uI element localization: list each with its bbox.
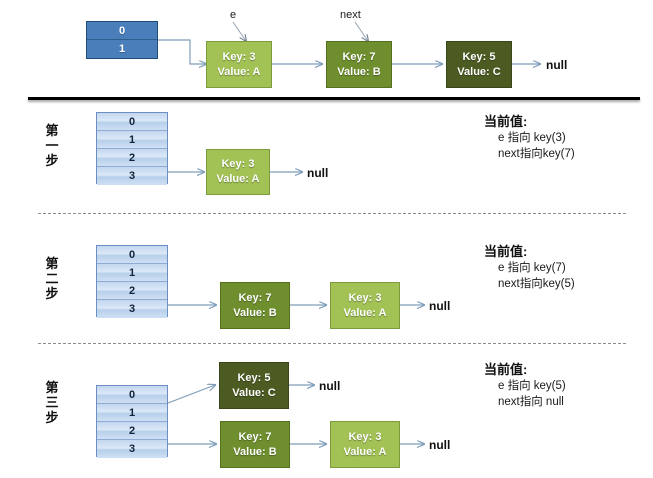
step-1-caption-char-0: 第 [45, 123, 59, 138]
step-3-node-key5-value: Value: C [232, 386, 276, 399]
step-3-hash-table: 0 1 2 3 [96, 385, 168, 458]
top-node-key5-key: Key: 5 [462, 50, 496, 63]
step-divider-dashed-2 [38, 343, 626, 344]
step-2-note-line-0: e 指向 key(7) [498, 262, 566, 274]
step-3-table-row-3: 3 [97, 440, 167, 458]
step-2-table-row-0: 0 [97, 246, 167, 264]
step-2-caption: 第 二 步 [44, 256, 60, 301]
step-3-note-line-0: e 指向 key(5) [498, 380, 566, 392]
step-divider-dashed-1 [38, 213, 626, 214]
step-2-node-key3-key: Key: 3 [348, 291, 382, 304]
step-1-hash-table: 0 1 2 3 [96, 112, 168, 185]
top-node-key3: Key: 3 Value: A [206, 41, 272, 88]
top-node-key7: Key: 7 Value: B [326, 41, 392, 88]
step-3-node-key3-key: Key: 3 [348, 430, 382, 443]
step-2-table-row-3: 3 [97, 300, 167, 318]
step-3-caption: 第 三 步 [44, 380, 60, 425]
step-1-note-title: 当前值: [484, 114, 528, 129]
step-2-caption-char-1: 二 [45, 271, 59, 286]
step-1-node-key3-value: Value: A [216, 173, 260, 185]
step-2-node-key7-key: Key: 7 [238, 291, 272, 304]
step-3-caption-char-0: 第 [45, 380, 59, 395]
e-pointer-label: e [230, 9, 237, 21]
step3-table-to-node5-connector [167, 385, 215, 404]
step-1-caption: 第 一 步 [44, 123, 60, 168]
step-1-note-line-0: e 指向 key(3) [498, 132, 566, 144]
step-2-null-label: null [429, 299, 451, 313]
top-node-key3-value: Value: A [217, 65, 261, 78]
step-1-table-row-2: 2 [97, 149, 167, 167]
step-3-table-row-0: 0 [97, 386, 167, 404]
step-1-note: 当前值: e 指向 key(3) next指向key(7) [484, 114, 575, 162]
step-3-node-key7: Key: 7 Value: B [220, 421, 290, 468]
step-3-node-key3: Key: 3 Value: A [330, 421, 400, 468]
step-3-node-key3-value: Value: A [343, 445, 387, 458]
step-2-hash-table: 0 1 2 3 [96, 245, 168, 318]
step-2-table-row-1: 1 [97, 264, 167, 282]
step-1-table-row-1: 1 [97, 131, 167, 149]
step-2-note-line-1: next指向key(5) [498, 278, 575, 290]
step-2-caption-char-2: 步 [45, 286, 59, 301]
step-3-note-line-1: next指向 null [498, 396, 564, 408]
step-1-caption-char-1: 一 [45, 138, 59, 153]
step-2-note: 当前值: e 指向 key(7) next指向key(5) [484, 244, 575, 292]
top-null-label: null [546, 58, 568, 72]
top-table-row-0: 0 [87, 22, 157, 40]
step-1-table-row-0: 0 [97, 113, 167, 131]
step-2-node-key7: Key: 7 Value: B [220, 282, 290, 329]
step-3-table-row-2: 2 [97, 422, 167, 440]
step-1-caption-char-2: 步 [45, 153, 59, 168]
step-3-caption-char-2: 步 [45, 410, 59, 425]
step-3-caption-char-1: 三 [45, 395, 59, 410]
step-1-note-line-1: next指向key(7) [498, 148, 575, 160]
top-node-key3-key: Key: 3 [222, 50, 256, 63]
step-3-null-label-bottom: null [429, 438, 451, 452]
top-node-key5: Key: 5 Value: C [446, 41, 512, 88]
step-3-note-title: 当前值: [484, 362, 528, 377]
top-node-key7-key: Key: 7 [342, 50, 376, 63]
e-pointer-leader [232, 21, 246, 41]
step-2-caption-char-0: 第 [45, 256, 59, 271]
step-2-node-key3: Key: 3 Value: A [330, 282, 400, 329]
top-table-to-node1-connector [158, 39, 206, 64]
top-table-row-1: 1 [118, 43, 126, 55]
step-2-node-key7-value: Value: B [233, 306, 277, 319]
step-3-node-key5: Key: 5 Value: C [219, 362, 289, 409]
step-2-node-key3-value: Value: A [343, 306, 387, 319]
step-1-node-key3: Key: 3 Value: A [206, 149, 270, 195]
step-2-note-title: 当前值: [484, 244, 528, 259]
step-3-node-key5-key: Key: 5 [237, 371, 271, 384]
step-1-null-label: null [307, 166, 329, 180]
top-node-key5-value: Value: C [457, 65, 501, 78]
step-3-note: 当前值: e 指向 key(5) next指向 null [484, 362, 566, 410]
step-3-table-row-1: 1 [97, 404, 167, 422]
step-1-node-key3-key: Key: 3 [221, 158, 255, 171]
step-3-null-label-top: null [319, 379, 341, 393]
step-3-node-key7-value: Value: B [233, 445, 277, 458]
step-3-node-key7-key: Key: 7 [238, 430, 272, 443]
next-pointer-leader [354, 21, 368, 41]
section-divider-solid [28, 97, 640, 100]
top-hash-table: 0 1 [86, 21, 158, 59]
step-1-table-row-3: 3 [97, 167, 167, 185]
next-pointer-label: next [340, 9, 361, 21]
step-2-table-row-2: 2 [97, 282, 167, 300]
top-node-key7-value: Value: B [337, 65, 381, 78]
